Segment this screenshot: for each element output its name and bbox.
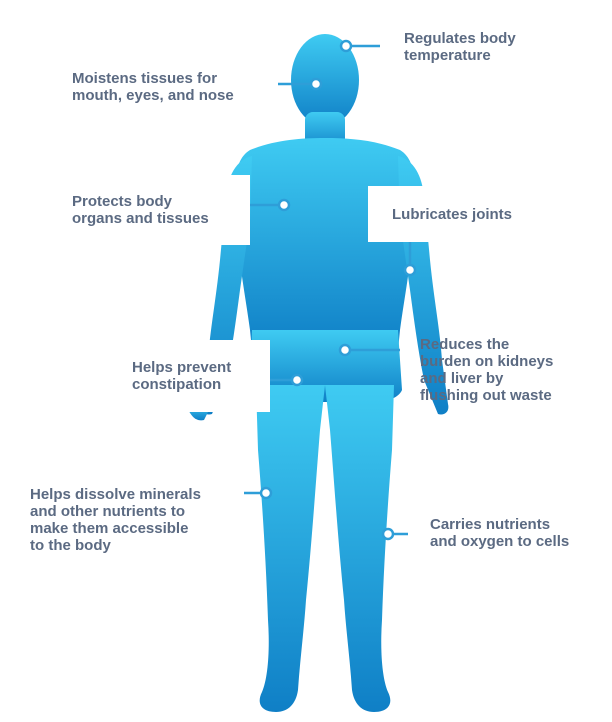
constipation-label-bg	[120, 340, 270, 412]
connector-lines	[244, 39, 417, 541]
carries-dot	[381, 527, 395, 541]
dissolve-dot	[259, 486, 273, 500]
lubricates-label: Lubricates joints	[392, 206, 513, 223]
protects-dot	[277, 198, 291, 212]
left-leg-shape	[256, 385, 325, 712]
regulates-dot	[339, 39, 353, 53]
hips-shape	[250, 330, 402, 403]
constipation-label: Helps prevent constipation	[132, 359, 232, 393]
dissolve-label: Helps dissolve minerals and other nutrie…	[30, 486, 201, 554]
moistens-label: Moistens tissues for mouth, eyes, and no…	[72, 70, 234, 104]
carries-label: Carries nutrients and oxygen to cells	[430, 516, 570, 550]
reduces-dot	[338, 343, 352, 357]
lubricates-dot	[403, 263, 417, 277]
head-shape	[291, 34, 359, 126]
constipation-dot	[290, 373, 304, 387]
moistens-dot	[309, 77, 323, 91]
regulates-label: Regulates body temperature	[404, 30, 516, 64]
right-leg-shape	[325, 385, 394, 712]
lubricates-label-bg	[368, 186, 612, 242]
reduces-label: Reduces the burden on kidneys and liver …	[420, 336, 554, 404]
protects-label: Protects body organs and tissues	[72, 193, 209, 227]
torso-shape	[236, 138, 414, 350]
protects-label-bg	[60, 175, 250, 245]
